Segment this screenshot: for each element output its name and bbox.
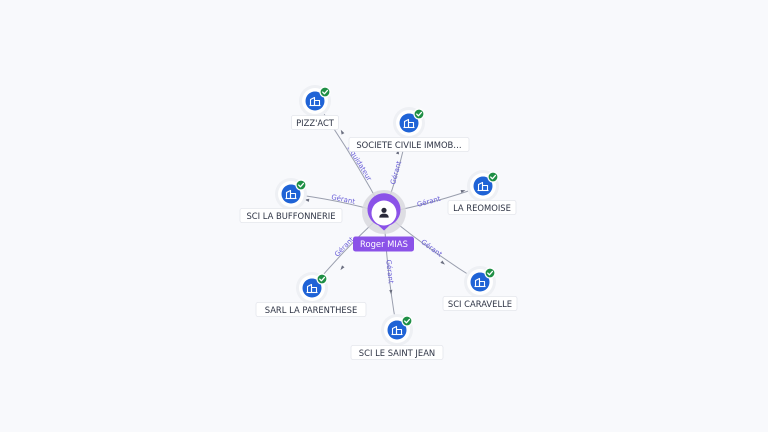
company-name-label: SARL LA PARENTHESE (265, 305, 358, 315)
company-label-box (255, 302, 367, 317)
company-name-label: PIZZ'ACT (296, 118, 335, 128)
edge-role-label: Gérant (384, 259, 395, 284)
company-name-label: SOCIETE CIVILE IMMOB… (356, 140, 461, 150)
company-node-caravelle[interactable]: SCI CARAVELLE (442, 266, 518, 311)
company-name-label: LA REOMOISE (453, 203, 511, 213)
person-name-label: Roger MIAS (360, 239, 408, 249)
edge-role-label: Gérant (333, 235, 356, 258)
edge-role-label: Gérant (331, 193, 356, 206)
building-icon (477, 181, 489, 192)
arrow-icon (389, 289, 393, 295)
verified-check-icon (487, 171, 499, 183)
company-label-box (348, 137, 470, 152)
building-icon (391, 325, 403, 336)
company-label-box (442, 296, 518, 311)
arrow-icon (340, 265, 345, 271)
company-node-saintjean[interactable]: SCI LE SAINT JEAN (350, 314, 444, 360)
arrow-icon (340, 129, 345, 135)
company-label-box (291, 115, 339, 130)
verified-check-icon (316, 273, 328, 285)
verified-check-icon (401, 315, 413, 327)
building-icon (474, 277, 486, 288)
edge-role-label: Gérant (419, 238, 443, 259)
company-node-buffonnerie[interactable]: SCI LA BUFFONNERIE (239, 178, 343, 223)
building-icon (285, 189, 297, 200)
company-label-box (239, 208, 343, 223)
company-label-box (447, 200, 517, 215)
verified-check-icon (413, 108, 425, 120)
edge-role-label: Gérant (389, 160, 403, 186)
company-node-parenthese[interactable]: SARL LA PARENTHESE (255, 272, 367, 317)
company-name-label: SCI LA BUFFONNERIE (246, 211, 335, 221)
verified-check-icon (295, 179, 307, 191)
building-icon (403, 118, 415, 129)
building-icon (309, 96, 321, 107)
edge-role-label: Gérant (416, 195, 442, 209)
company-node-pizzact[interactable]: PIZZ'ACT (291, 85, 339, 130)
building-icon (306, 283, 318, 294)
arrow-icon (440, 260, 445, 265)
arrow-icon (460, 190, 466, 194)
company-node-reomoise[interactable]: LA REOMOISE (447, 170, 517, 215)
person-inner-disc (371, 200, 397, 226)
verified-check-icon (319, 86, 331, 98)
nodes-layer: PIZZ'ACT SOCIETE CIVILE IMMOB… LA REOMOISE… (239, 85, 518, 360)
verified-check-icon (484, 267, 496, 279)
company-name-label: SCI CARAVELLE (448, 299, 512, 309)
person-label-box (353, 236, 414, 252)
center-person-node[interactable]: Roger MIAS (353, 190, 414, 252)
company-node-societe[interactable]: SOCIETE CIVILE IMMOB… (348, 107, 470, 152)
company-label-box (350, 345, 444, 360)
company-name-label: SCI LE SAINT JEAN (359, 348, 435, 358)
person-icon (379, 207, 389, 218)
